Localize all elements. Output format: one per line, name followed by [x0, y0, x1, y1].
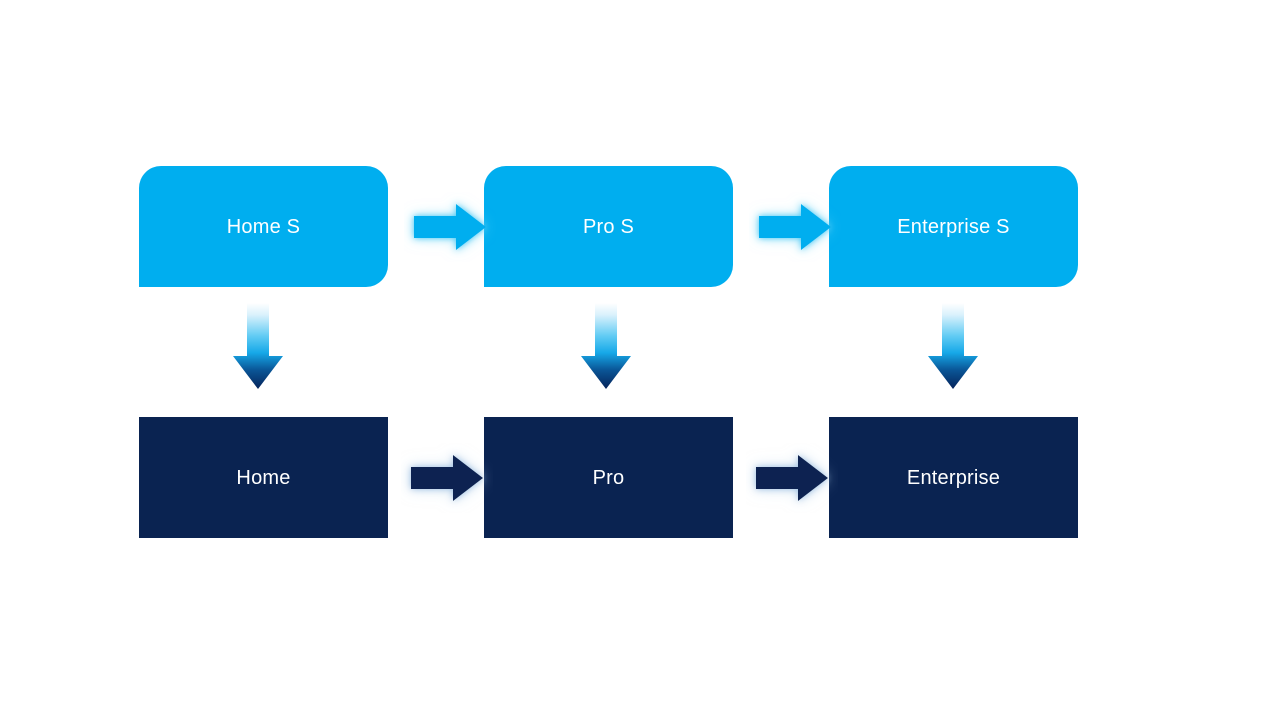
arrow-home-to-pro [401, 443, 493, 513]
node-enterprise-s[interactable]: Enterprise S [829, 166, 1078, 287]
node-pro-s[interactable]: Pro S [484, 166, 733, 287]
right-block-arrow-icon [411, 455, 483, 501]
node-label: Home [236, 466, 291, 489]
arrow-pro-s-to-pro [570, 303, 642, 403]
arrow-home-s-to-home [222, 303, 294, 403]
arrow-pro-s-to-enterprise-s [749, 192, 841, 262]
node-label: Enterprise [906, 466, 1001, 489]
down-block-arrow-icon [928, 303, 978, 389]
right-block-arrow-icon [759, 204, 831, 250]
node-label: Home S [226, 215, 301, 238]
node-home[interactable]: Home [139, 417, 388, 538]
arrow-pro-to-enterprise [746, 443, 838, 513]
arrow-home-s-to-pro-s [404, 192, 496, 262]
node-label: Pro S [582, 215, 635, 238]
down-block-arrow-icon [581, 303, 631, 389]
node-home-s[interactable]: Home S [139, 166, 388, 287]
arrow-enterprise-s-to-enterprise [917, 303, 989, 403]
down-block-arrow-icon [233, 303, 283, 389]
right-block-arrow-icon [756, 455, 828, 501]
node-pro[interactable]: Pro [484, 417, 733, 538]
right-block-arrow-icon [414, 204, 486, 250]
node-label: Enterprise S [897, 215, 1010, 238]
node-label: Pro [592, 466, 625, 489]
node-enterprise[interactable]: Enterprise [829, 417, 1078, 538]
